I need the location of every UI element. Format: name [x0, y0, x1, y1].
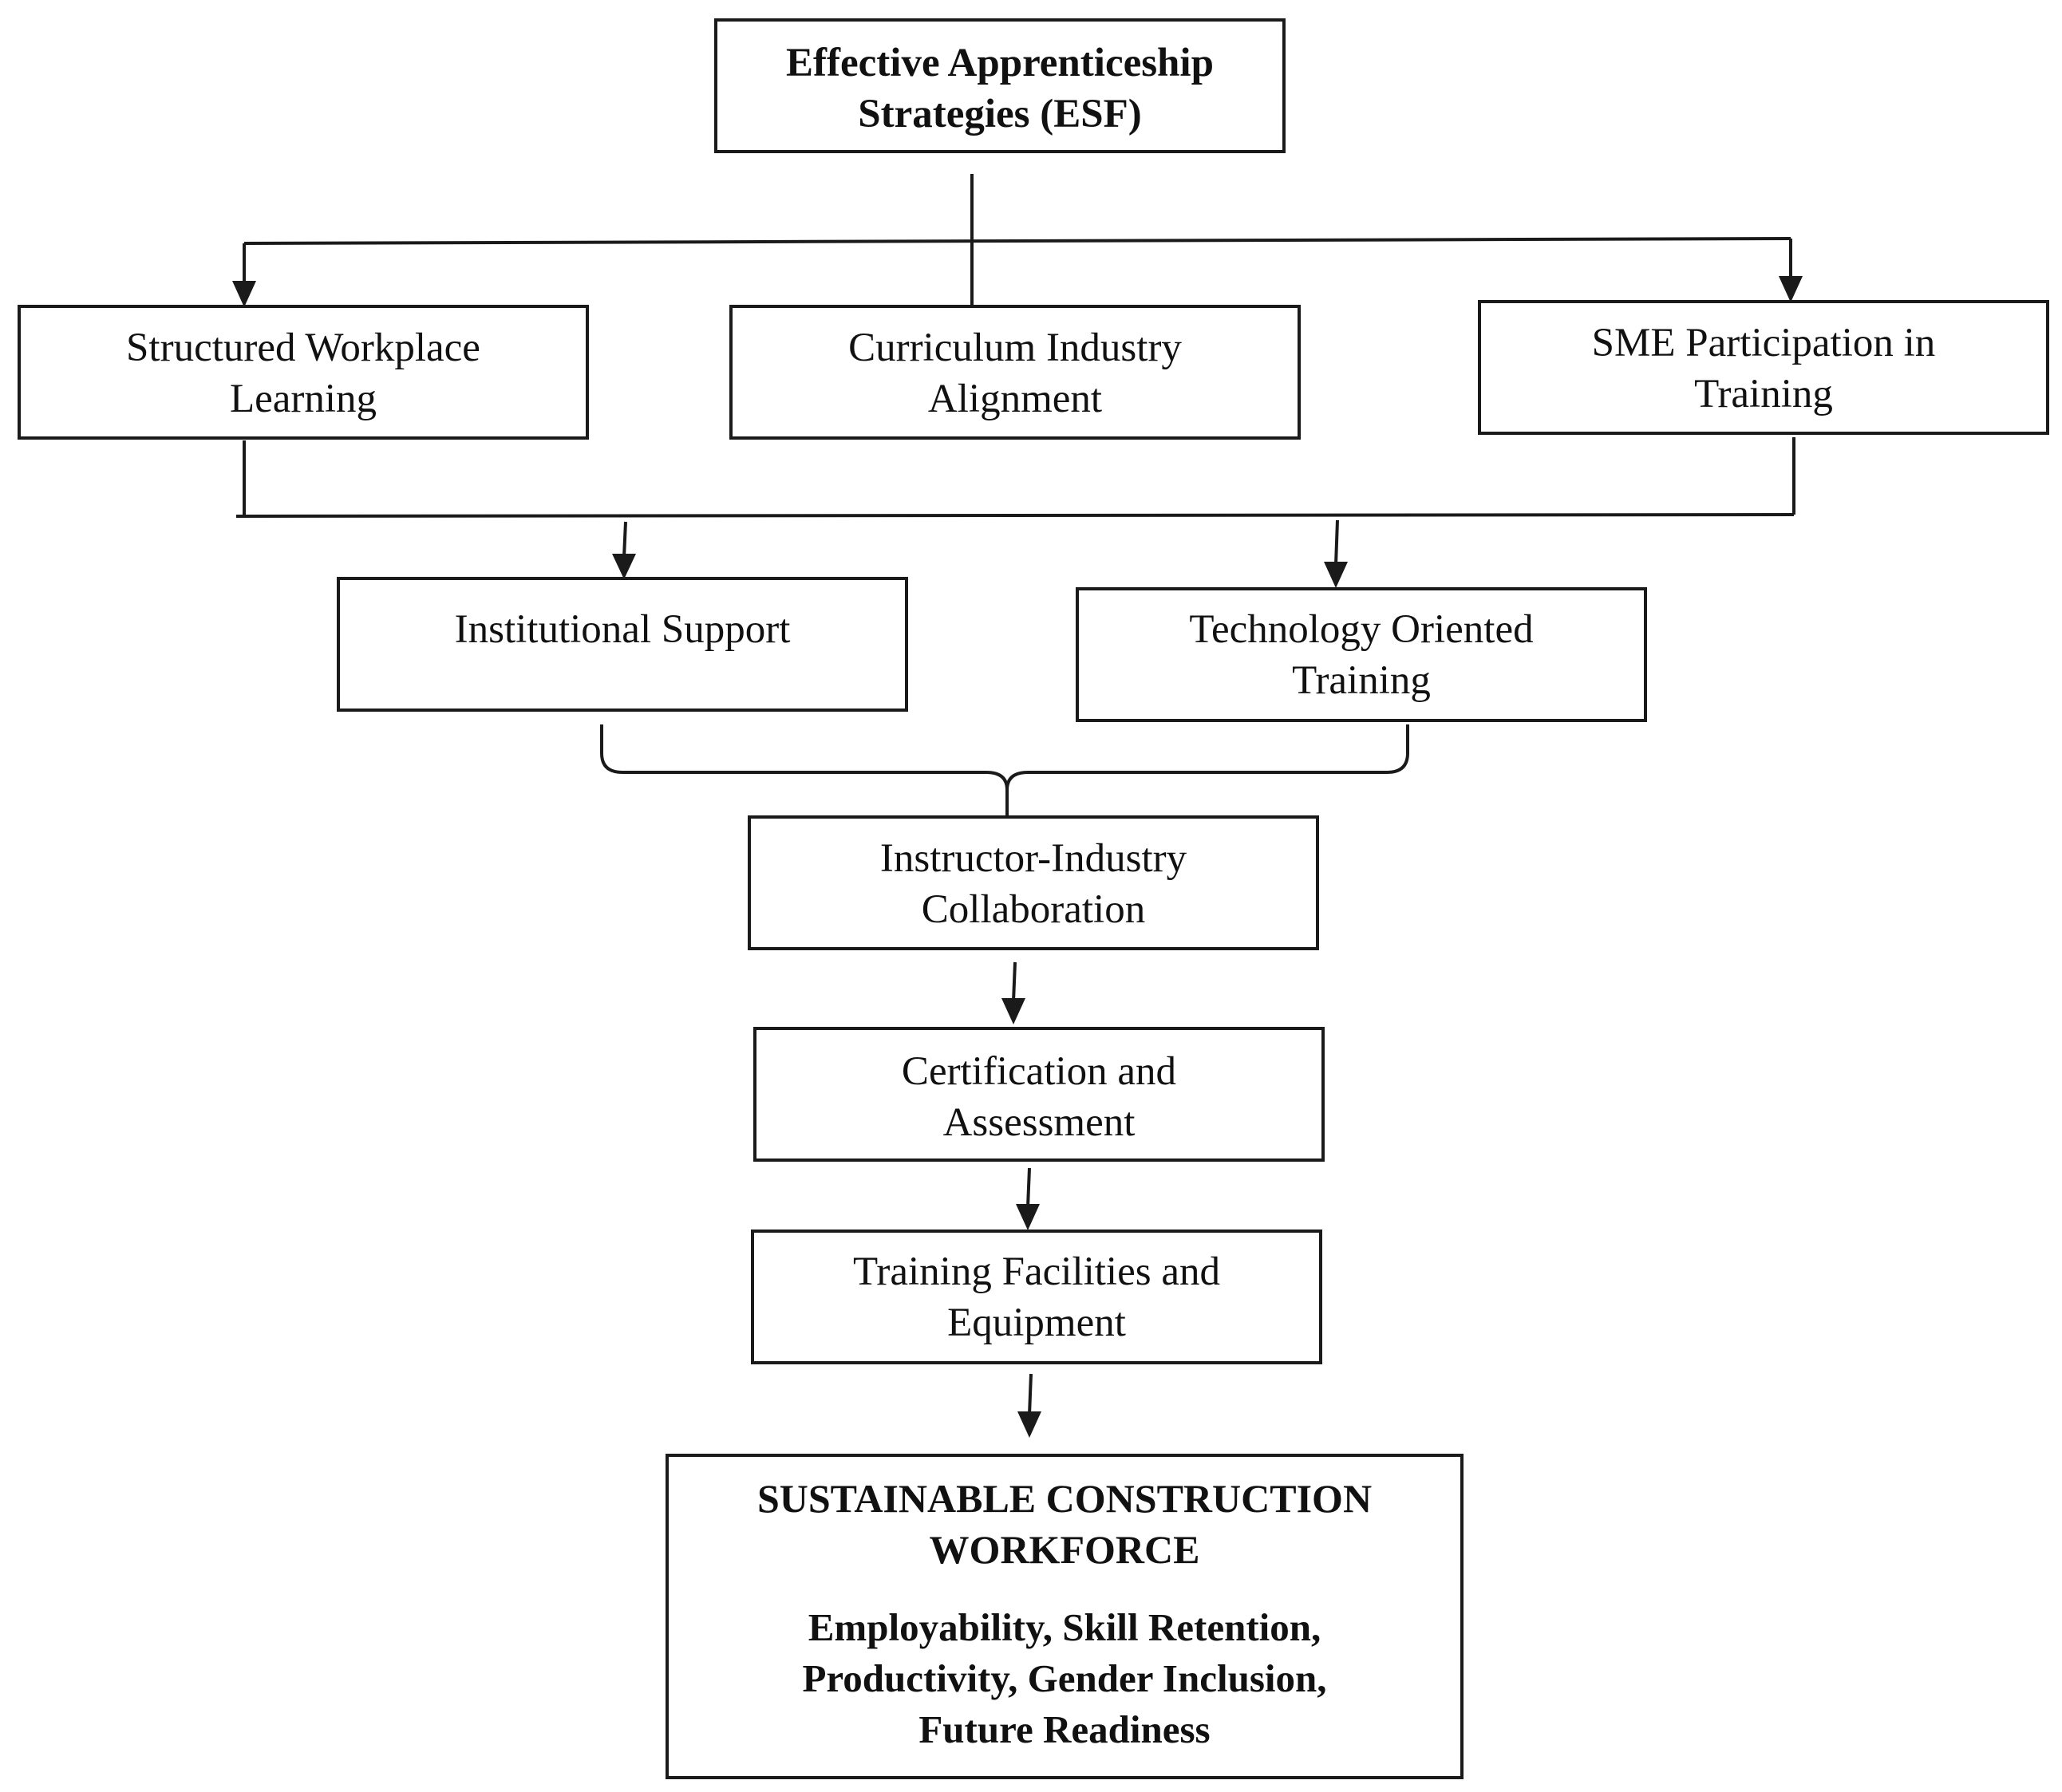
- arrowhead-outcome: [1017, 1411, 1041, 1438]
- arrow-line-outcome: [1028, 1373, 1033, 1415]
- arrow-line-certification: [1012, 961, 1017, 1002]
- arrowhead-technology: [1324, 562, 1348, 588]
- node-structured-workplace: Structured Workplace Learning: [18, 305, 589, 440]
- arrowhead-facilities: [1016, 1204, 1040, 1230]
- node-facilities-label: Training Facilities and Equipment: [853, 1249, 1220, 1345]
- node-structured-workplace-label: Structured Workplace Learning: [126, 326, 480, 421]
- node-instructor-collaboration: Instructor-Industry Collaboration: [748, 815, 1319, 950]
- node-institutional-support: Institutional Support: [337, 577, 908, 712]
- arrowhead-certification: [1001, 998, 1025, 1024]
- outcome-items: Employability, Skill Retention, Producti…: [802, 1605, 1327, 1751]
- arrow-line-facilities: [1026, 1167, 1031, 1208]
- brace-connector: [600, 724, 1409, 815]
- middle-merge-line: [235, 513, 1795, 518]
- arrowhead-institutional: [612, 554, 636, 579]
- node-esf: Effective Apprenticeship Strategies (ESF…: [714, 18, 1286, 153]
- node-certification: Certification and Assessment: [753, 1027, 1325, 1162]
- node-institutional-support-label: Institutional Support: [454, 607, 791, 652]
- outcome-title: SUSTAINABLE CONSTRUCTION WORKFORCE: [756, 1476, 1373, 1572]
- node-curriculum-alignment: Curriculum Industry Alignment: [729, 305, 1301, 440]
- node-technology-training: Technology Oriented Training: [1076, 587, 1647, 722]
- arrowhead-structured: [232, 281, 256, 307]
- node-instructor-collaboration-label: Instructor-Industry Collaboration: [879, 836, 1187, 932]
- node-sme-participation-label: SME Participation in Training: [1591, 321, 1936, 416]
- node-curriculum-alignment-label: Curriculum Industry Alignment: [848, 326, 1182, 421]
- node-technology-training-label: Technology Oriented Training: [1189, 607, 1534, 703]
- arrow-line-technology: [1334, 519, 1339, 566]
- node-sme-participation: SME Participation in Training: [1478, 300, 2049, 435]
- arrow-line-institutional: [622, 521, 627, 558]
- node-outcome: SUSTAINABLE CONSTRUCTION WORKFORCE Emplo…: [666, 1454, 1464, 1779]
- arrowhead-sme: [1779, 276, 1803, 302]
- node-certification-label: Certification and Assessment: [901, 1049, 1177, 1145]
- node-facilities: Training Facilities and Equipment: [751, 1230, 1322, 1364]
- node-esf-label: Effective Apprenticeship Strategies (ESF…: [786, 41, 1214, 136]
- top-distribution-line: [243, 237, 1791, 245]
